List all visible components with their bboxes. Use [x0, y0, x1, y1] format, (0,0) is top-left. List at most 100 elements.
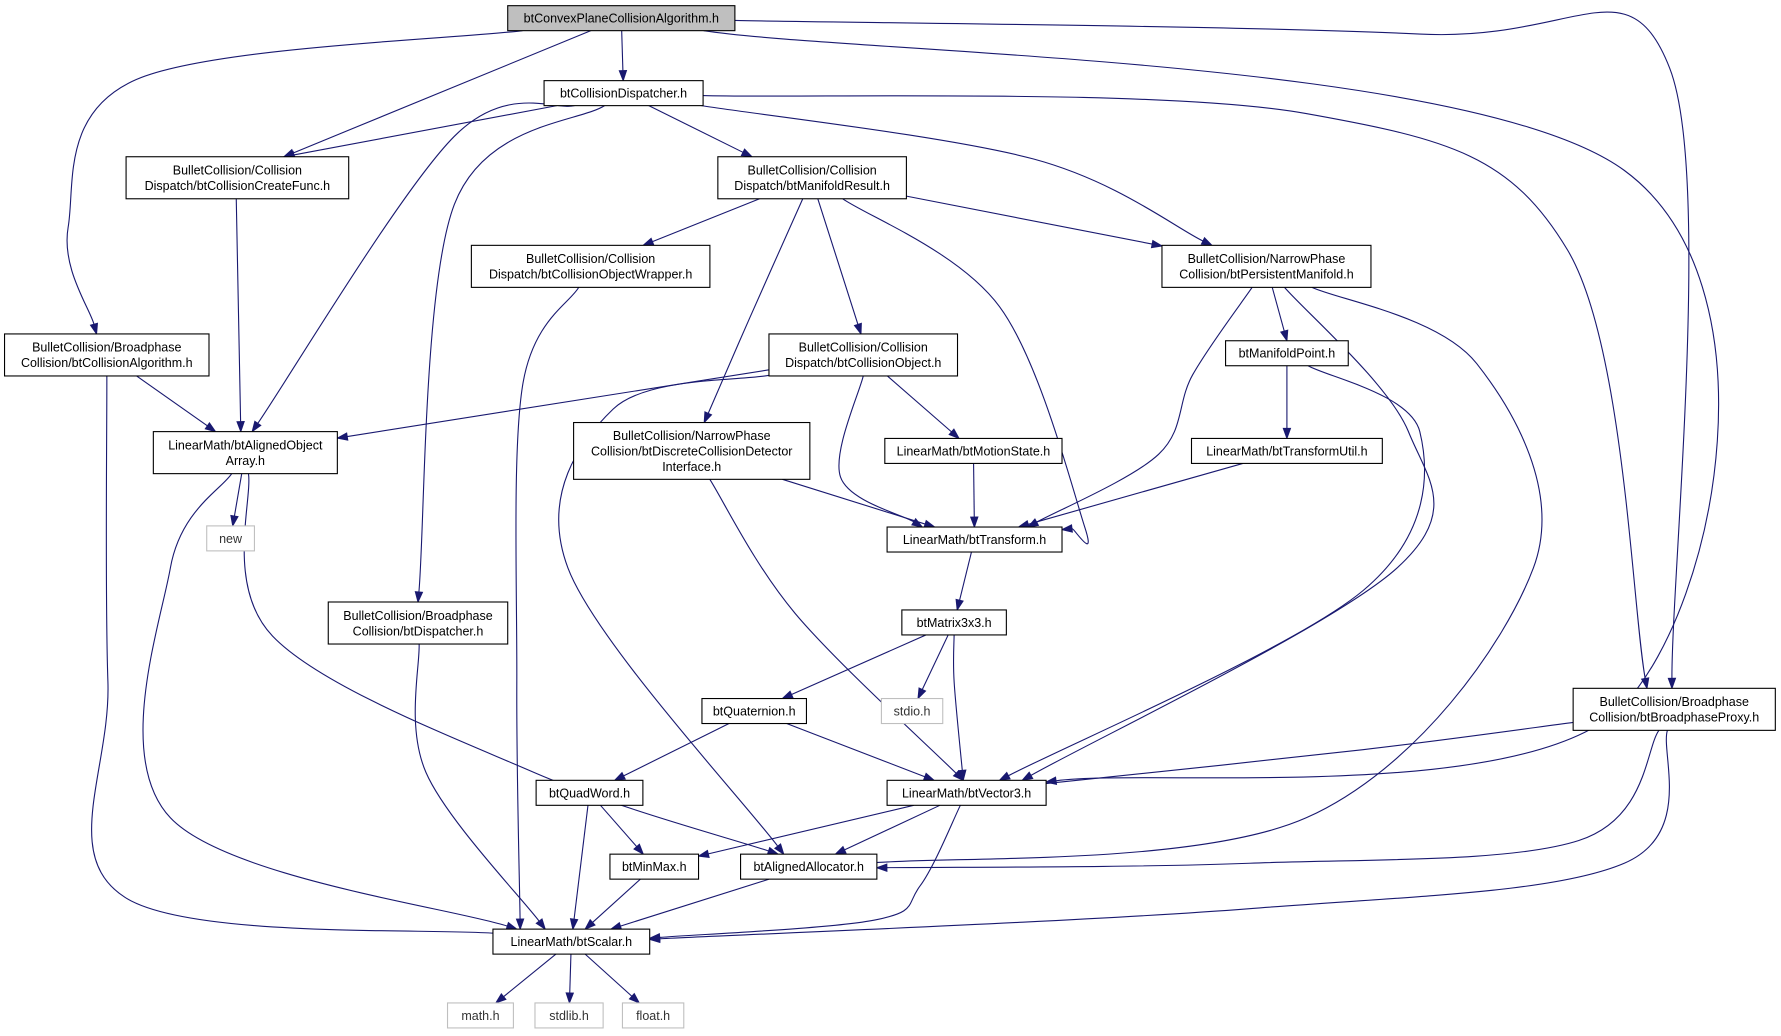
node-box: [740, 853, 878, 880]
node-alignedAllocator[interactable]: btAlignedAllocator.h: [740, 853, 878, 880]
node-label: btMatrix3x3.h: [917, 616, 992, 630]
edge-line: [652, 198, 760, 243]
node-vector3[interactable]: LinearMath/btVector3.h: [886, 779, 1047, 806]
edge-line: [707, 198, 804, 414]
edge-line: [620, 878, 770, 927]
dependency-edge-createFunc-to-alignedObjectArray: [235, 181, 245, 434]
dependency-edge-discreteDetector-to-transform: [782, 478, 937, 529]
node-label: btQuadWord.h: [549, 786, 630, 800]
node-persistentManifold[interactable]: BulletCollision/NarrowPhaseCollision/btP…: [1161, 244, 1372, 288]
node-box: [206, 525, 255, 552]
node-label: Dispatch/btCollisionObject.h: [785, 356, 941, 370]
node-box: [470, 244, 711, 288]
node-box: [901, 609, 1007, 636]
dependency-edge-alignedObjectArray-to-alignedAllocator: [243, 473, 780, 855]
dependency-edge-persistentManifold-to-manifoldPoint: [1271, 287, 1289, 343]
node-quaternion[interactable]: btQuaternion.h: [701, 697, 807, 725]
edge-arrowhead: [1200, 236, 1214, 246]
edge-arrowhead: [535, 918, 547, 931]
dependency-edge-minMax-to-scalar: [584, 878, 641, 931]
dependency-edge-btDispatcher-to-scalar: [414, 643, 547, 931]
edge-line: [952, 634, 963, 771]
node-minMax[interactable]: btMinMax.h: [609, 853, 700, 880]
node-motionState[interactable]: LinearMath/btMotionState.h: [884, 437, 1063, 464]
edge-line: [569, 954, 572, 993]
node-box: [621, 1002, 685, 1029]
edge-arrowhead: [1282, 427, 1292, 440]
dependency-edge-root-to-dispatcher: [618, 30, 628, 83]
edge-line: [906, 195, 1153, 245]
node-broadphaseProxy[interactable]: BulletCollision/BroadphaseCollision/btBr…: [1572, 687, 1776, 731]
dependency-edge-collisionObject-to-motionState: [886, 375, 961, 440]
dependency-edge-matrix3x3-to-quaternion: [781, 634, 927, 700]
node-box: [1572, 687, 1776, 731]
dependency-edge-persistentManifold-to-transform: [1026, 287, 1253, 528]
edge-line: [233, 473, 243, 517]
node-box: [884, 437, 1063, 464]
node-box: [1190, 437, 1383, 464]
node-box: [152, 431, 338, 475]
edge-line: [886, 730, 1660, 869]
node-label: BulletCollision/Broadphase: [1600, 695, 1749, 709]
edge-line: [573, 805, 589, 920]
edge-line: [418, 105, 605, 593]
edge-arrowhead: [236, 421, 245, 434]
node-label: BulletCollision/NarrowPhase: [1188, 252, 1346, 266]
dependency-edge-scalar-to-stdlib: [565, 954, 575, 1005]
edge-line: [703, 30, 1719, 782]
node-collisionAlgorithm[interactable]: BulletCollision/BroadphaseCollision/btCo…: [3, 333, 210, 377]
node-transformUtil[interactable]: LinearMath/btTransformUtil.h: [1190, 437, 1383, 464]
node-label: Collision/btPersistentManifold.h: [1179, 268, 1353, 282]
edge-arrowhead: [1640, 677, 1650, 690]
edge-arrowhead: [853, 322, 862, 336]
dependency-edge-alignedObjectArray-to-scalar: [142, 473, 519, 931]
node-label: btManifoldPoint.h: [1239, 347, 1336, 361]
edge-arrowhead: [609, 921, 623, 931]
dependency-edge-broadphaseProxy-to-alignedAllocator: [875, 730, 1660, 872]
node-label: btQuaternion.h: [713, 705, 796, 719]
node-label: float.h: [636, 1009, 670, 1023]
node-root[interactable]: btConvexPlaneCollisionAlgorithm.h: [507, 5, 736, 32]
node-box: [535, 779, 644, 806]
node-label: BulletCollision/Broadphase: [32, 341, 181, 355]
edge-line: [592, 878, 641, 923]
node-scalar[interactable]: LinearMath/btScalar.h: [492, 928, 651, 955]
node-collisionObject[interactable]: BulletCollision/CollisionDispatch/btColl…: [768, 333, 959, 377]
node-matrix3x3[interactable]: btMatrix3x3.h: [901, 609, 1007, 636]
edge-line: [708, 804, 914, 855]
node-label: Collision/btCollisionAlgorithm.h: [21, 356, 193, 370]
node-transform[interactable]: LinearMath/btTransform.h: [886, 526, 1063, 553]
edge-arrowhead: [633, 843, 645, 856]
edge-arrowhead: [697, 849, 710, 858]
node-createFunc[interactable]: BulletCollision/CollisionDispatch/btColl…: [125, 156, 350, 200]
node-box: [446, 1002, 514, 1029]
edge-arrowhead: [703, 411, 713, 424]
node-label: LinearMath/btMotionState.h: [897, 444, 1051, 458]
edge-arrowhead: [998, 771, 1011, 782]
edge-arrowhead: [922, 772, 936, 781]
node-manifoldResult[interactable]: BulletCollision/CollisionDispatch/btMani…: [717, 156, 907, 200]
dependency-edge-manifoldResult-to-transform: [842, 198, 1089, 545]
dependency-edge-root-to-collisionAlgorithm: [66, 30, 523, 336]
node-manifoldPoint[interactable]: btManifoldPoint.h: [1225, 340, 1349, 367]
node-objectWrapper[interactable]: BulletCollision/CollisionDispatch/btColl…: [470, 244, 711, 288]
edge-line: [734, 11, 1690, 679]
node-quadWord[interactable]: btQuadWord.h: [535, 779, 644, 806]
edge-line: [814, 189, 859, 325]
node-box: [507, 5, 736, 32]
edge-line: [515, 287, 580, 920]
node-label: Collision/btDiscreteCollisionDetector: [591, 444, 792, 458]
edge-arrowhead: [773, 843, 785, 856]
node-btDispatcher[interactable]: BulletCollision/BroadphaseCollision/btDi…: [327, 601, 509, 645]
node-label: stdlib.h: [549, 1009, 589, 1023]
edge-arrowhead: [969, 516, 979, 529]
edge-line: [703, 94, 1646, 679]
dependency-edge-manifoldResult-to-persistentManifold: [906, 195, 1164, 249]
node-dispatcher[interactable]: btCollisionDispatcher.h: [543, 80, 704, 107]
dependency-edge-scalar-to-math: [494, 953, 557, 1004]
node-label: LinearMath/btAlignedObject: [168, 438, 323, 452]
dependency-edge-quaternion-to-vector3: [786, 723, 936, 781]
node-box: [573, 421, 811, 480]
node-discreteDetector[interactable]: BulletCollision/NarrowPhaseCollision/btD…: [573, 421, 811, 480]
